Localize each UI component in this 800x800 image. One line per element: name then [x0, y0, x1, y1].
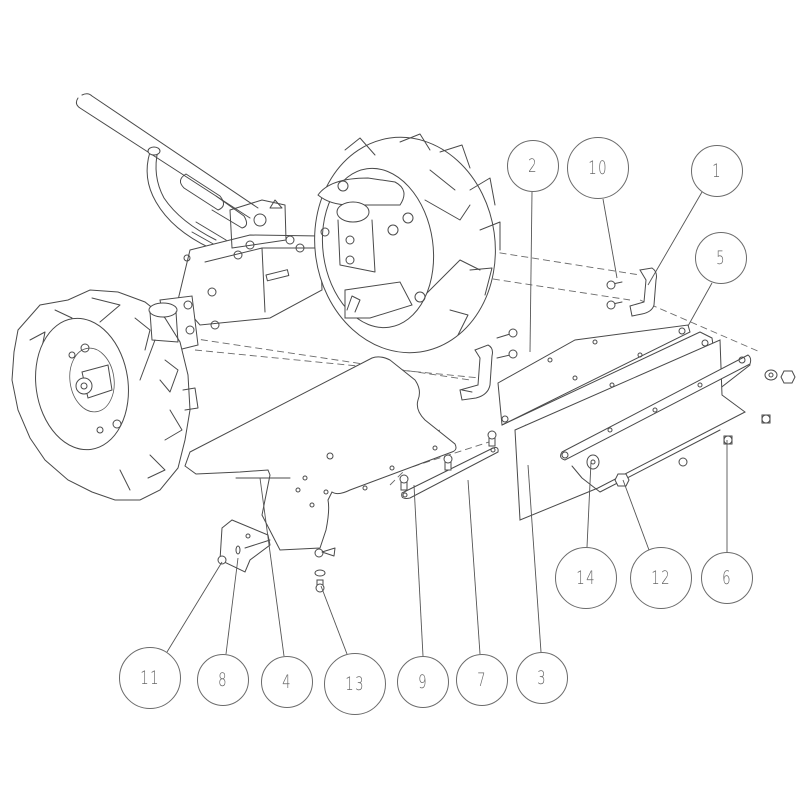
callout-balloon-14: 14	[555, 547, 617, 609]
skid-plate	[184, 356, 457, 558]
callout-label-7: 7	[477, 669, 487, 691]
callout-label-10: 10	[588, 157, 608, 179]
hitch-bracket-left	[459, 328, 518, 401]
callout-balloon-4: 4	[261, 656, 313, 708]
callout-balloon-12: 12	[630, 547, 692, 609]
callout-balloon-1: 1	[691, 145, 743, 197]
leader-lines	[166, 191, 728, 657]
left-wheel	[11, 289, 199, 501]
hitch-bracket-right	[606, 267, 657, 317]
callout-balloon-10: 10	[567, 137, 629, 199]
callout-balloon-3: 3	[516, 652, 568, 704]
flat-bar	[399, 430, 499, 499]
callout-balloon-5: 5	[695, 232, 747, 284]
callout-label-11: 11	[140, 667, 160, 689]
right-wheel	[314, 133, 501, 354]
callout-balloon-13: 13	[324, 653, 386, 715]
callout-label-3: 3	[537, 667, 547, 689]
callout-balloon-2: 2	[507, 140, 559, 192]
callout-balloon-8: 8	[197, 654, 249, 706]
shield-plate	[514, 339, 752, 521]
callout-balloon-9: 9	[397, 656, 449, 708]
callout-label-9: 9	[418, 671, 428, 693]
callout-balloon-6: 6	[701, 552, 753, 604]
small-bracket	[217, 519, 271, 573]
right-hardware	[586, 369, 796, 487]
callout-label-8: 8	[218, 669, 228, 691]
callout-balloon-11: 11	[119, 647, 181, 709]
bolt-washer-13	[314, 569, 326, 593]
callout-label-6: 6	[722, 567, 732, 589]
callout-label-13: 13	[345, 673, 365, 695]
callout-label-12: 12	[651, 567, 671, 589]
callout-label-14: 14	[576, 567, 596, 589]
callout-label-4: 4	[282, 671, 292, 693]
callout-label-5: 5	[716, 247, 726, 269]
callout-label-2: 2	[528, 155, 538, 177]
callout-label-1: 1	[712, 160, 722, 182]
callout-balloon-7: 7	[456, 654, 508, 706]
